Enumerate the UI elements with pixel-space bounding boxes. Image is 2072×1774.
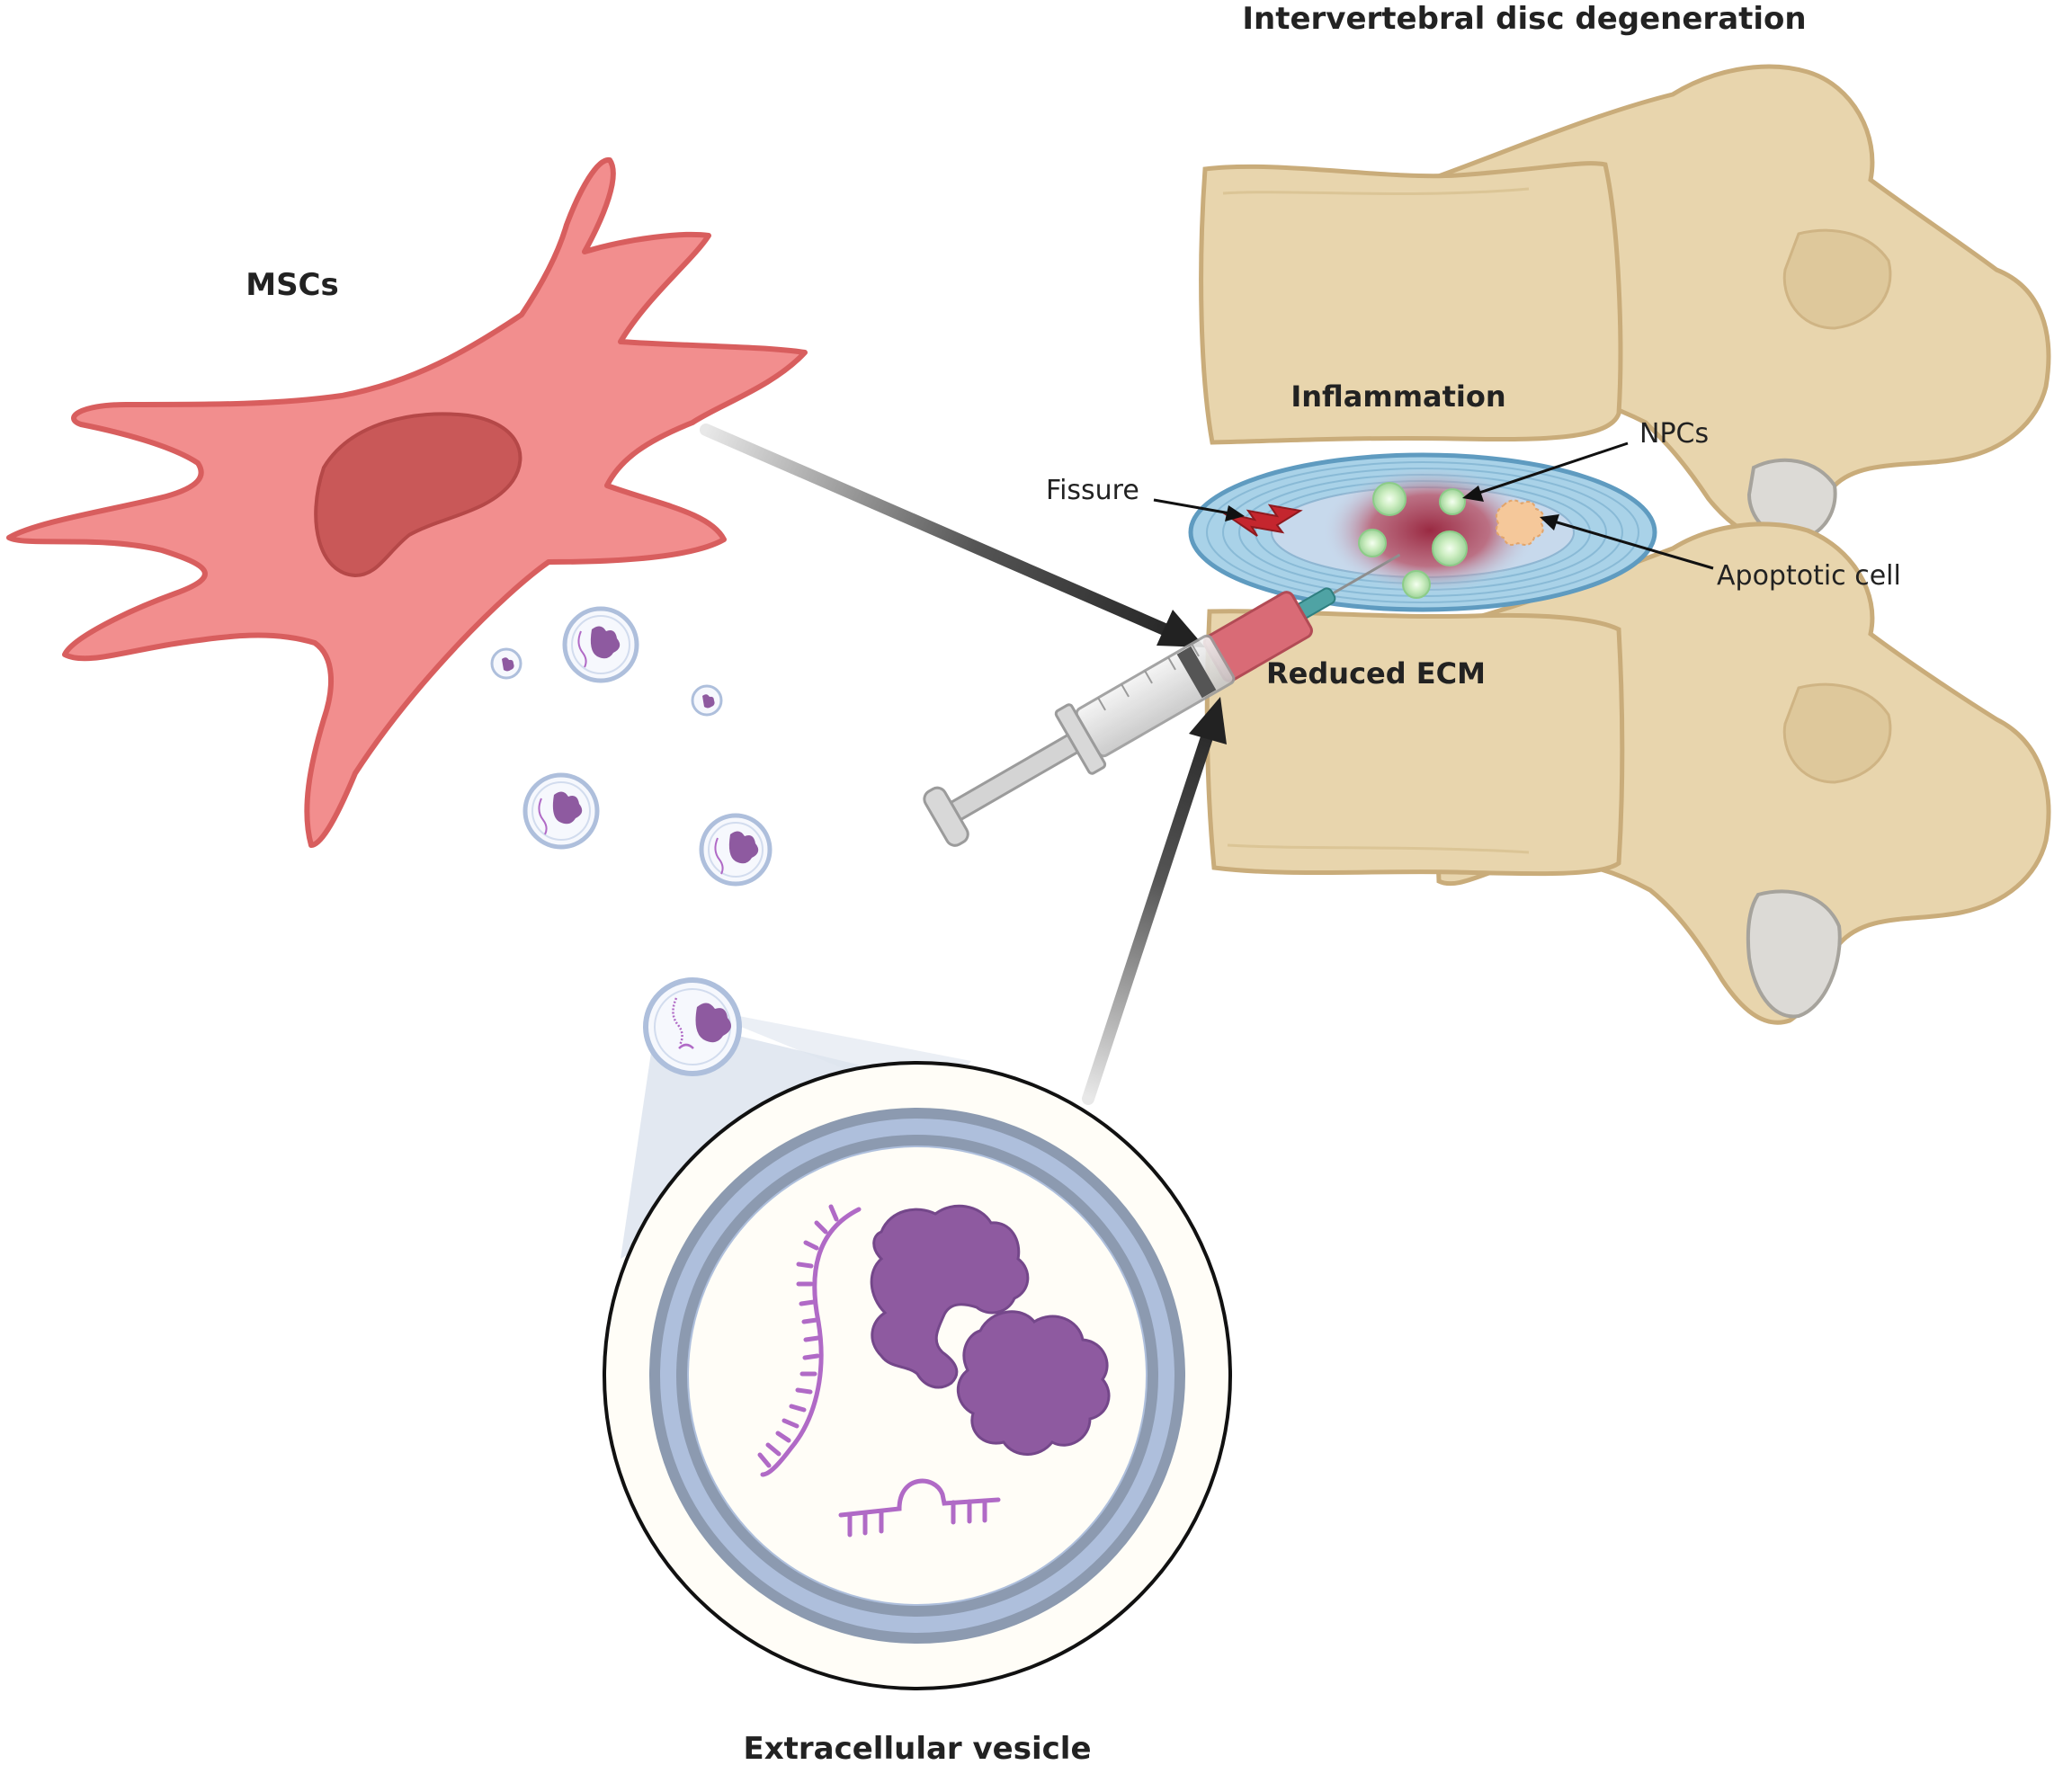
extracellular-vesicle-icon bbox=[699, 813, 773, 887]
fissure-label: Fissure bbox=[1046, 475, 1139, 506]
syringe-icon bbox=[923, 553, 1401, 847]
msc-to-disc-arrow bbox=[700, 423, 1205, 647]
fissure-icon bbox=[1222, 504, 1303, 537]
extracellular-vesicle-icon bbox=[490, 647, 522, 680]
msc-label: MSCs bbox=[246, 267, 339, 303]
npc-cell-group bbox=[1358, 482, 1468, 599]
inflammation-label: Inflammation bbox=[1291, 379, 1505, 414]
diagram-title: Intervertebral disc degeneration bbox=[1242, 1, 1806, 37]
extracellular-vesicle-icon bbox=[643, 977, 742, 1076]
extracellular-vesicle-icon bbox=[522, 772, 600, 850]
extracellular-vesicle-label: Extracellular vesicle bbox=[743, 1731, 1091, 1767]
apoptotic-pointer bbox=[1553, 520, 1714, 570]
npc-pointer bbox=[1476, 441, 1629, 495]
msc-cell-icon bbox=[6, 156, 808, 848]
npc-cell-icon bbox=[1402, 570, 1431, 599]
rna-hairpin-icon bbox=[838, 1478, 1001, 1538]
npc-cell-icon bbox=[1432, 530, 1468, 566]
rna-strand-icon bbox=[757, 1204, 862, 1477]
apoptotic-cell-icon bbox=[1496, 499, 1544, 546]
apoptotic-cell-label: Apoptotic cell bbox=[1717, 560, 1901, 592]
npcs-label: NPCs bbox=[1639, 418, 1709, 450]
npc-cell-icon bbox=[1358, 529, 1387, 557]
npc-cell-icon bbox=[1372, 482, 1407, 516]
vesicle-cluster bbox=[490, 606, 773, 887]
vesicle-to-disc-arrow bbox=[1082, 697, 1227, 1105]
npc-cell-icon bbox=[1439, 488, 1466, 515]
fissure-pointer bbox=[1153, 498, 1231, 515]
protein-cluster-icon bbox=[956, 1310, 1111, 1456]
protein-cluster-icon bbox=[870, 1204, 1030, 1389]
extracellular-vesicle-icon bbox=[691, 684, 723, 717]
extracellular-vesicle-zoom bbox=[603, 1061, 1232, 1690]
reduced-ecm-label: Reduced ECM bbox=[1266, 656, 1486, 691]
label-pointer-arrows bbox=[1153, 441, 1714, 570]
vertebra-icon bbox=[1199, 64, 2051, 1025]
extracellular-vesicle-icon bbox=[562, 606, 639, 683]
msc-nucleus-icon bbox=[314, 412, 522, 578]
